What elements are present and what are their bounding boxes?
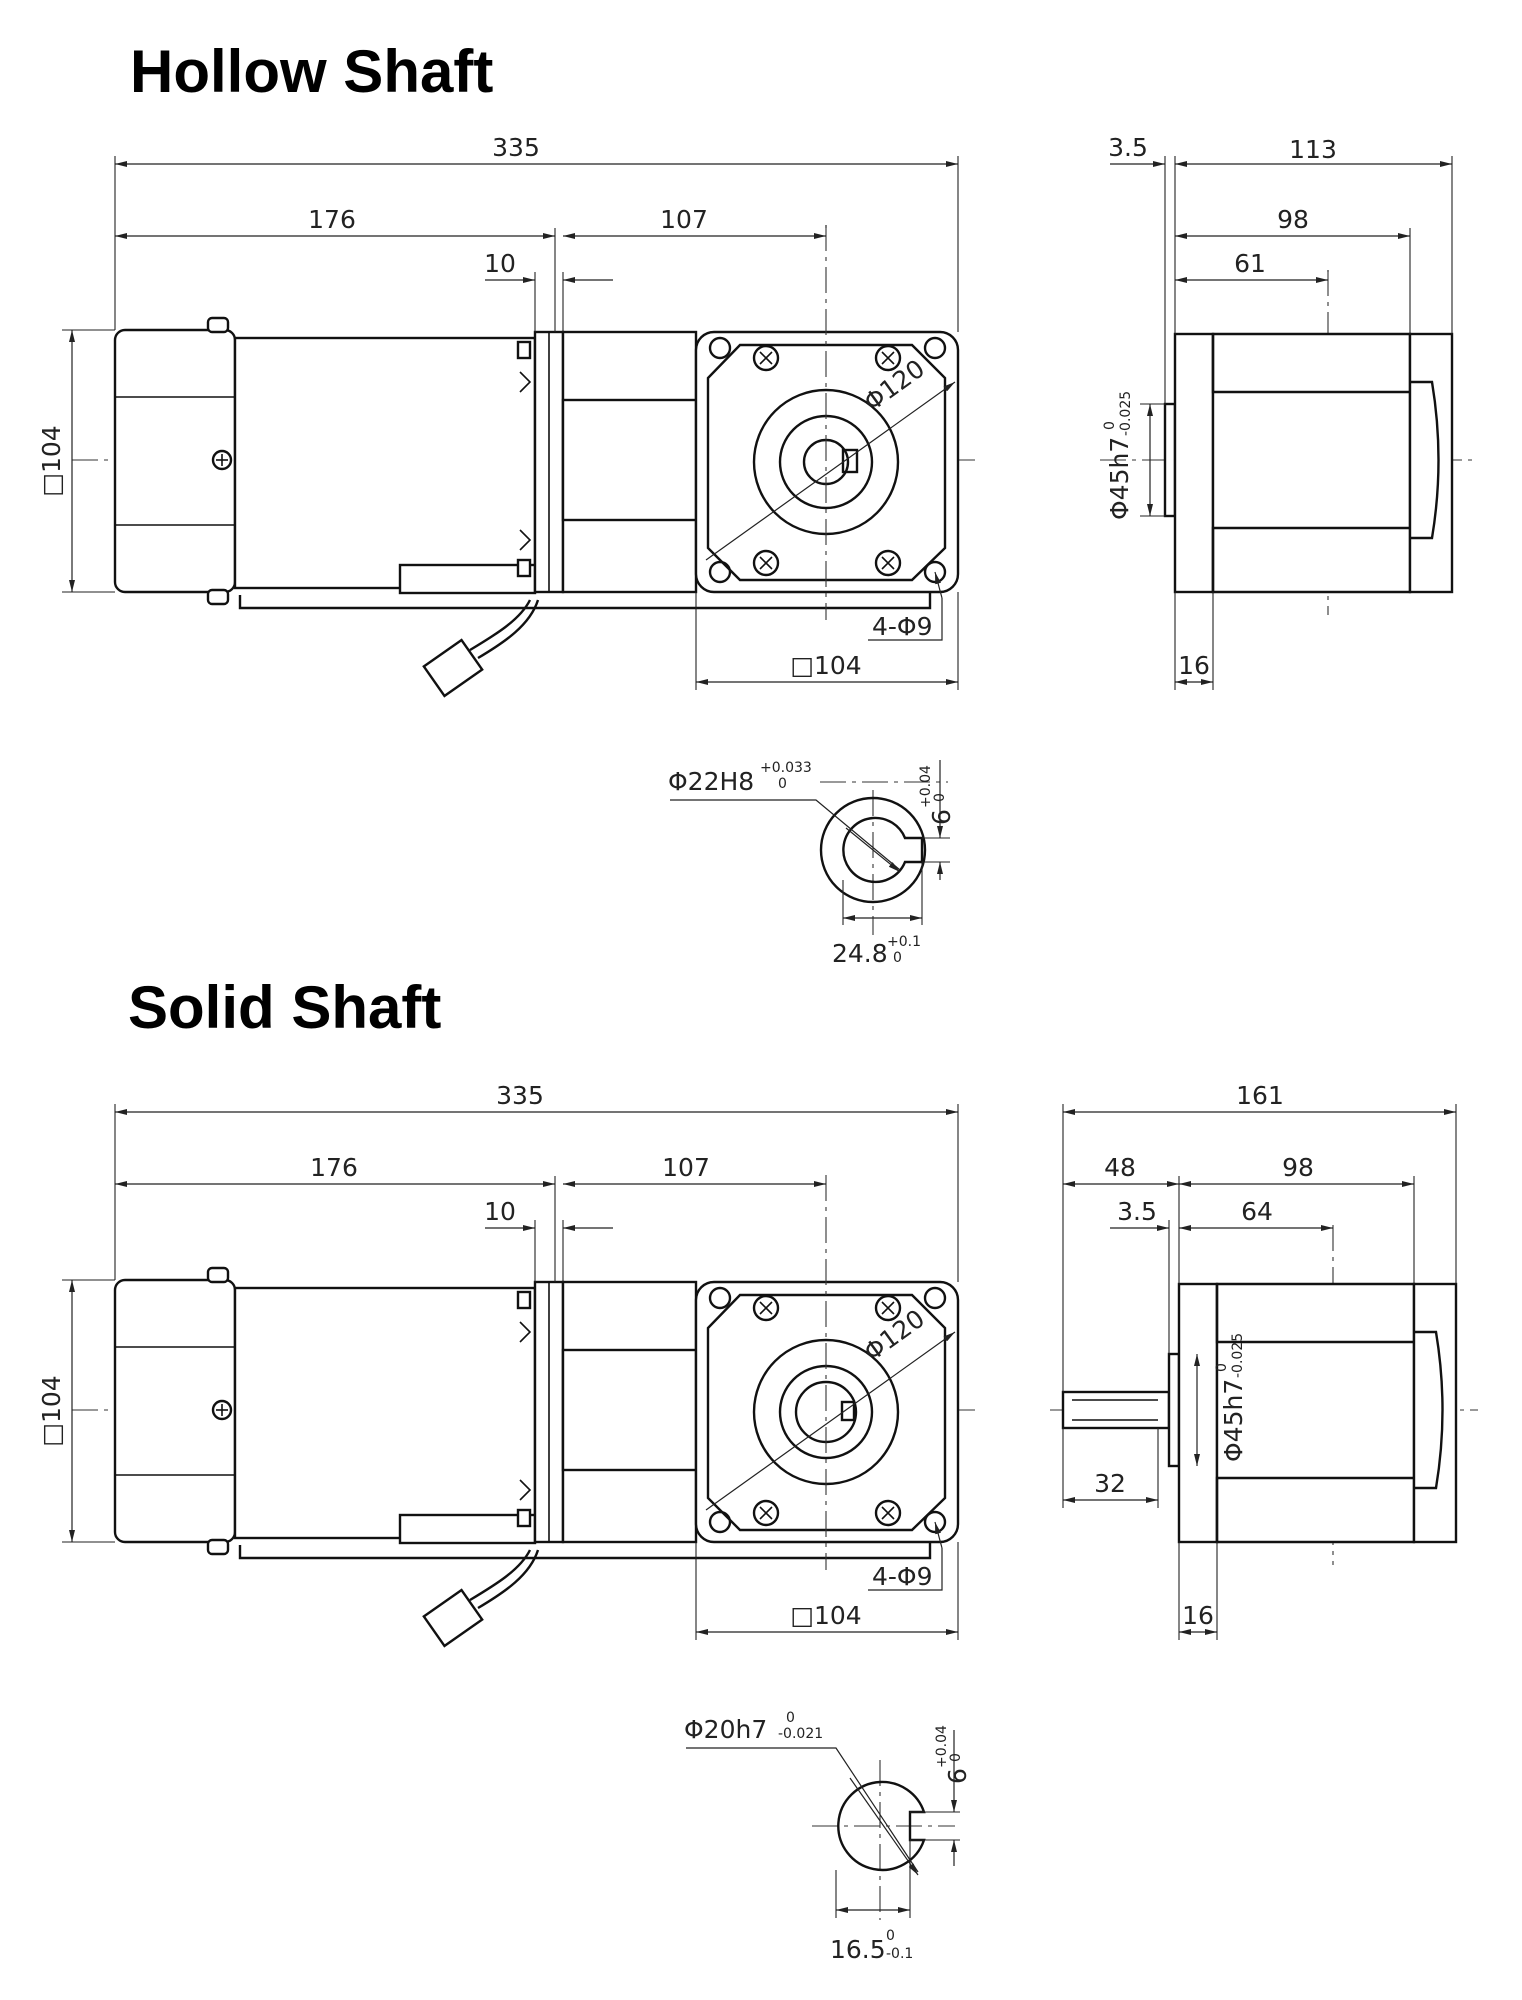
- hollow-shaft-section: Hollow Shaft: [37, 38, 1478, 968]
- dim-pilot-dia: Φ45h7: [1105, 437, 1134, 520]
- solid-shaft-section: Solid Shaft: [37, 974, 1478, 1964]
- dim-gearbox: 107: [660, 205, 708, 234]
- output-shaft: [1061, 1390, 1171, 1430]
- mount-hole-icon: [923, 1286, 947, 1310]
- section-title: Solid Shaft: [128, 974, 441, 1041]
- motor-body: [233, 336, 537, 590]
- dim-flange-thk: 16: [1178, 651, 1210, 680]
- shaft-outline: [837, 1780, 926, 1872]
- dim-center: 64: [1241, 1197, 1273, 1226]
- dim-key-width: 6: [927, 809, 956, 825]
- dim-flange: 10: [484, 1197, 516, 1226]
- dim-bore: Φ22H8: [668, 767, 754, 796]
- svg-text:-0.025: -0.025: [1118, 391, 1134, 436]
- dim-motor: 176: [310, 1153, 358, 1182]
- dim-shaft-len: 48: [1104, 1153, 1136, 1182]
- connector-icon: [422, 1588, 484, 1648]
- dim-overall: 335: [496, 1081, 544, 1110]
- svg-text:0: 0: [893, 950, 902, 966]
- svg-text:0: 0: [778, 776, 787, 792]
- dim-center: 61: [1234, 249, 1266, 278]
- svg-text:0: 0: [1214, 1363, 1230, 1372]
- svg-text:0: 0: [1102, 421, 1118, 430]
- dim-total: 113: [1289, 135, 1337, 164]
- svg-text:-0.025: -0.025: [1230, 1333, 1246, 1378]
- dim-height: □104: [37, 425, 66, 496]
- hollow-bore-detail: Φ22H8 +0.033 0 6 +0.04 0 24.8 +0.1 0: [668, 760, 956, 968]
- svg-text:+0.1: +0.1: [887, 934, 921, 950]
- dim-flange: 10: [484, 249, 516, 278]
- svg-text:0: 0: [932, 793, 948, 802]
- dim-flange-square: □104: [790, 1601, 861, 1630]
- mount-hole-icon: [923, 336, 947, 360]
- svg-text:+0.04: +0.04: [934, 1725, 950, 1768]
- dim-overall: 335: [492, 133, 540, 162]
- dim-flange-thk: 16: [1182, 1601, 1214, 1630]
- solid-side-view: 161 48 98 3.5 64 Φ45h7 0 -0.025: [1050, 1081, 1478, 1640]
- svg-text:0: 0: [948, 1753, 964, 1762]
- mount-hole-icon: [708, 560, 732, 584]
- mount-hole-icon: [708, 1286, 732, 1310]
- motor-end-cap: [113, 328, 237, 594]
- ground-screw-icon: [211, 449, 233, 471]
- svg-text:-0.1: -0.1: [886, 1946, 913, 1962]
- dim-key-depth: 16.5: [830, 1935, 886, 1964]
- dim-total: 161: [1236, 1081, 1284, 1110]
- svg-text:+0.033: +0.033: [760, 760, 812, 776]
- svg-text:-0.021: -0.021: [778, 1726, 823, 1742]
- section-title: Hollow Shaft: [130, 38, 493, 105]
- solid-front-view: Φ120 4-Φ9 335 176 107 10 □104 □: [37, 1081, 975, 1648]
- svg-text:0: 0: [886, 1928, 895, 1944]
- holes-label: 4-Φ9: [872, 612, 933, 641]
- mount-hole-icon: [708, 336, 732, 360]
- dim-gearbox: 107: [662, 1153, 710, 1182]
- connector-icon: [422, 638, 484, 698]
- dim-pilot-offset: 3.5: [1108, 133, 1148, 162]
- dim-key-width: 6: [943, 1768, 972, 1784]
- bore-outline: [819, 796, 927, 904]
- svg-text:+0.04: +0.04: [918, 765, 934, 808]
- holes-label: 4-Φ9: [872, 1562, 933, 1591]
- dim-shaft: Φ20h7: [684, 1715, 767, 1744]
- dim-key-len: 32: [1094, 1469, 1126, 1498]
- dim-key-depth: 24.8: [832, 939, 888, 968]
- ground-screw-icon: [211, 1399, 233, 1421]
- dim-pilot-dia: Φ45h7: [1219, 1379, 1248, 1462]
- svg-text:0: 0: [786, 1710, 795, 1726]
- hollow-side-view: 3.5 113 98 61 Φ45h7 0 -0.025 16: [1100, 133, 1478, 690]
- mount-hole-icon: [708, 1510, 732, 1534]
- dim-flange-square: □104: [790, 651, 861, 680]
- gearbox-face: [694, 330, 960, 594]
- side-flange: [1173, 332, 1215, 594]
- dim-body: 98: [1282, 1153, 1314, 1182]
- dim-pilot-offset: 3.5: [1117, 1197, 1157, 1226]
- pilot-boss: [1163, 402, 1177, 518]
- dim-height: □104: [37, 1375, 66, 1446]
- dim-motor: 176: [308, 205, 356, 234]
- solid-shaft-detail: Φ20h7 0 -0.021 6 +0.04 0 16.5 0 -0.1: [684, 1710, 972, 1964]
- hollow-front-view: Φ120 4-Φ9 335 176 107 10: [37, 133, 975, 698]
- dim-body: 98: [1277, 205, 1309, 234]
